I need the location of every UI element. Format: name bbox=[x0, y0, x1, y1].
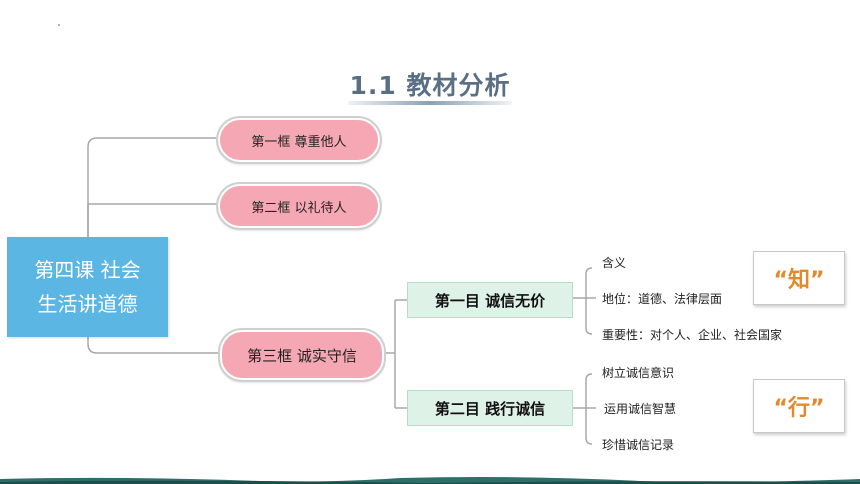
decorative-dot bbox=[58, 24, 60, 26]
connector-frame-3 bbox=[87, 337, 218, 354]
topic-2-item-1: 树立诚信意识 bbox=[602, 366, 675, 380]
topic-1-item-3: 重要性：对个人、企业、社会国家 bbox=[602, 328, 783, 342]
page-title: 1.1 教材分析 bbox=[349, 71, 511, 100]
topic-2-item-2: 运用诚信智慧 bbox=[604, 402, 677, 416]
frame-2-pill: 第二框 以礼待人 bbox=[216, 182, 382, 230]
lesson-box: 第四课 社会 生活讲道德 bbox=[7, 237, 168, 337]
frame-3-pill: 第三框 诚实守信 bbox=[218, 328, 386, 382]
topic-1-box: 第一目 诚信无价 bbox=[407, 282, 573, 318]
tag-doing: “行” bbox=[753, 379, 845, 433]
topic-2-box: 第二目 践行诚信 bbox=[407, 390, 573, 426]
footer-wave bbox=[0, 477, 860, 484]
connector-topic1-items bbox=[572, 267, 596, 335]
topic-1-item-1: 含义 bbox=[602, 256, 627, 270]
topic-2-item-3: 珍惜诚信记录 bbox=[602, 438, 675, 452]
connector-frame-2 bbox=[87, 203, 218, 237]
title-underline bbox=[348, 101, 512, 105]
topic-1-item-2: 地位：道德、法律层面 bbox=[602, 292, 723, 306]
connector-topic2-items bbox=[572, 373, 596, 445]
connector-topics bbox=[383, 299, 407, 409]
frame-1-pill: 第一框 尊重他人 bbox=[216, 116, 382, 164]
lesson-title-line2: 生活讲道德 bbox=[37, 292, 138, 316]
tag-knowing: “知” bbox=[753, 251, 845, 305]
lesson-title-line1: 第四课 社会 bbox=[34, 258, 141, 282]
connector-frame-1 bbox=[87, 137, 218, 237]
